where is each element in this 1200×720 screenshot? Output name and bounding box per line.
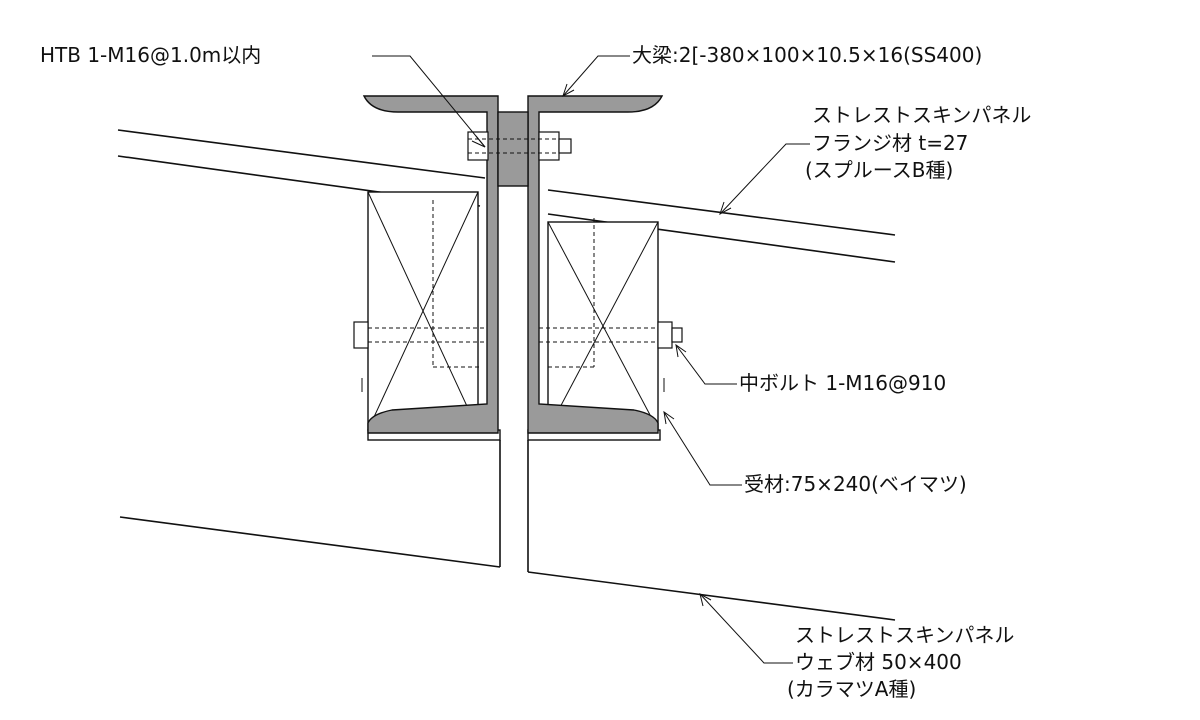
web-material-label: ウェブ材 50×400 [795, 650, 962, 674]
mid-bolt-label: 中ボルト 1-M16@910 [739, 371, 947, 395]
leader-receiver [663, 410, 742, 486]
mid-bolt-left [353, 321, 487, 392]
main-beam-channel-right [527, 95, 664, 434]
beam-spacer-plate [497, 111, 529, 187]
web-species-label: (カラマツA種) [787, 677, 917, 701]
receiver-timber-label: 受材:75×240(ベイマツ) [744, 472, 967, 496]
web-panel-right [527, 440, 896, 621]
htb-bolt-label: HTB 1-M16@1.0m以内 [40, 43, 262, 67]
htb-bolt [467, 131, 572, 161]
web-panel-title-label: ストレストスキンパネル [795, 623, 1015, 647]
leader-mid-bolt [675, 343, 737, 385]
mid-bolt-right [539, 321, 683, 392]
leader-beam [562, 55, 630, 98]
receiver-timber-left [367, 191, 480, 431]
flange-panel-title-label: ストレストスキンパネル [812, 103, 1032, 127]
receiver-timber-right [547, 218, 659, 431]
flange-material-label: フランジ材 t=27 [812, 131, 969, 155]
main-beam-label: 大梁:2[-380×100×10.5×16(SS400) [632, 43, 983, 67]
leader-web [699, 593, 793, 664]
flange-species-label: (スプルースB種) [805, 158, 954, 182]
leader-flange [719, 143, 810, 216]
leader-htb [372, 55, 486, 148]
web-panel-left [119, 440, 501, 568]
main-beam-channel-left [362, 95, 499, 434]
